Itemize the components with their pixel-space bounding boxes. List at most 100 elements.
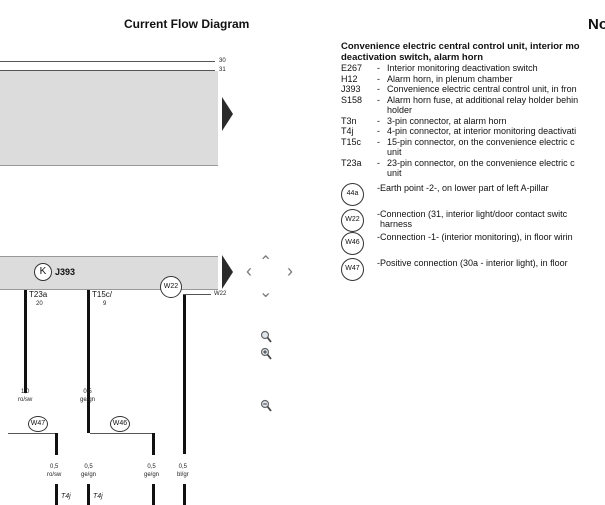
legend-dash: - bbox=[377, 231, 380, 242]
legend-text-cont: unit bbox=[387, 147, 402, 157]
zoom-fit-icon-svg bbox=[260, 330, 272, 343]
wire-w46-drop bbox=[152, 433, 155, 455]
wire-label-1-color: ro/sw bbox=[18, 397, 33, 403]
legend-text: Alarm horn, in plenum chamber bbox=[387, 73, 513, 84]
earth-point-44a-symbol: 44a bbox=[341, 182, 364, 206]
legend-dash: - bbox=[377, 63, 380, 73]
wire-w47-drop bbox=[55, 433, 58, 455]
wire-w22-label: W22 bbox=[214, 291, 227, 297]
rail-30-label: 30 bbox=[219, 58, 226, 64]
legend-dash: - bbox=[377, 73, 380, 84]
legend-text: Convenience electric central control uni… bbox=[387, 84, 577, 94]
connector-t23a-pin: 20 bbox=[36, 301, 43, 307]
zoom-in-icon[interactable] bbox=[260, 347, 272, 361]
legend-item-t15c: T15c -15-pin connector, on the convenienc… bbox=[341, 137, 605, 148]
wire-label-3-size: 0,5 bbox=[50, 464, 59, 470]
legend-item-j393: J393-Convenience electric central contro… bbox=[341, 84, 605, 95]
legend-text: 3-pin connector, at alarm horn bbox=[387, 115, 507, 126]
legend-code: T15c bbox=[341, 136, 362, 147]
legend-item-t23a-cont: unit bbox=[341, 168, 605, 179]
wire-label-5-color: ge/gn bbox=[144, 472, 160, 478]
legend-ground-w47: W47 - Positive connection (30a - interio… bbox=[341, 257, 605, 281]
component-legend: Convenience electric central control uni… bbox=[341, 41, 605, 281]
legend-dash: - bbox=[377, 94, 380, 105]
bottom-wire-4 bbox=[183, 484, 186, 505]
diagram-title: Current Flow Diagram bbox=[124, 17, 250, 31]
legend-dash: - bbox=[377, 136, 380, 147]
legend-ground-text-cont: harness bbox=[380, 219, 413, 229]
scroll-right-arrow-upper[interactable] bbox=[222, 97, 233, 131]
legend-text-cont: unit bbox=[387, 168, 402, 178]
scroll-right-arrow-lower[interactable] bbox=[222, 255, 233, 289]
wire-label-4-size: 0,5 bbox=[84, 464, 93, 470]
rail-31-label: 31 bbox=[219, 67, 226, 73]
earth-point-44a-label: 44a bbox=[346, 189, 359, 197]
control-unit-icon: K bbox=[34, 263, 52, 281]
legend-text: 15-pin connector, on the convenience ele… bbox=[387, 136, 575, 147]
current-flow-diagram: 30 31 K J393 T23a 20 T15c/ 9 W22 W22 1,0… bbox=[0, 0, 293, 505]
legend-dash: - bbox=[377, 126, 380, 136]
wire-label-2-size: 0,5 bbox=[83, 389, 92, 395]
legend-text: 4-pin connector, at interior monitoring … bbox=[387, 126, 577, 136]
control-unit-label: J393 bbox=[55, 267, 76, 277]
legend-item-t4j: T4j-4-pin connector, at interior monitor… bbox=[341, 126, 605, 137]
wire-label-6-color: bl/gr bbox=[177, 472, 189, 478]
legend-text: 23-pin connector, on the convenience ele… bbox=[387, 157, 575, 168]
legend-dash: - bbox=[377, 157, 380, 168]
legend-code: E267 bbox=[341, 63, 363, 73]
legend-code: T23a bbox=[341, 157, 362, 168]
wire-label-2: 0,5 ge/gn bbox=[80, 388, 95, 404]
wire-label-1-size: 1,0 bbox=[21, 389, 30, 395]
wire-label-6-size: 0,5 bbox=[178, 464, 187, 470]
legend-dash: - bbox=[377, 115, 380, 126]
rail-31 bbox=[0, 70, 215, 71]
legend-ground-text: Positive connection (30a - interior ligh… bbox=[380, 257, 568, 268]
w46-symbol: W46 bbox=[110, 416, 130, 432]
connection-w46-symbol: W46 bbox=[341, 231, 364, 255]
legend-heading-line-1: Convenience electric central control uni… bbox=[341, 41, 580, 52]
legend-item-s158: S158-Alarm horn fuse, at additional rela… bbox=[341, 95, 605, 106]
wire-label-3: 0,5 ro/sw bbox=[47, 463, 61, 479]
pan-left-arrow[interactable]: ‹ bbox=[246, 261, 252, 281]
legend-item-t15c-cont: unit bbox=[341, 147, 605, 158]
legend-item-h12: H12-Alarm horn, in plenum chamber bbox=[341, 74, 605, 85]
connector-t23a: T23a bbox=[29, 290, 47, 299]
connection-w22-symbol: W22 bbox=[341, 208, 364, 232]
wire-label-1: 1,0 ro/sw bbox=[18, 388, 32, 404]
control-unit-icon-letter: K bbox=[39, 266, 47, 277]
legend-text: Alarm horn fuse, at additional relay hol… bbox=[387, 94, 579, 105]
connection-w47-symbol: W47 bbox=[341, 257, 364, 281]
pan-up-arrow[interactable]: ⌃ bbox=[259, 254, 273, 271]
pan-down-arrow[interactable]: ⌄ bbox=[259, 284, 273, 301]
zoom-out-icon[interactable] bbox=[260, 399, 272, 413]
legend-ground-w22: W22 - Connection (31, interior light/doo… bbox=[341, 208, 605, 232]
ground-bus-left bbox=[8, 433, 58, 434]
connection-w22-label: W22 bbox=[345, 215, 360, 223]
legend-code: T3n bbox=[341, 115, 357, 126]
legend-title-clipped: No bbox=[588, 16, 605, 33]
zoom-out-icon-svg bbox=[260, 399, 272, 412]
wire-label-5: 0,5 ge/gn bbox=[144, 463, 159, 479]
legend-dash: - bbox=[377, 257, 380, 268]
legend-code: J393 bbox=[341, 84, 361, 94]
w47-symbol: W47 bbox=[28, 416, 48, 432]
control-unit-band bbox=[0, 256, 218, 290]
wire-label-6: 0,5 bl/gr bbox=[177, 463, 189, 479]
bottom-connector-2: T4j bbox=[93, 493, 103, 500]
wire-label-2-color: ge/gn bbox=[80, 397, 96, 403]
zoom-fit-icon[interactable] bbox=[260, 330, 272, 344]
bottom-connector-1: T4j bbox=[61, 493, 71, 500]
legend-text: Interior monitoring deactivation switch bbox=[387, 63, 538, 73]
ground-bus-right bbox=[90, 433, 154, 434]
wire-t23a bbox=[24, 290, 27, 393]
component-band-upper bbox=[0, 71, 218, 166]
legend-dash: - bbox=[377, 182, 380, 193]
w46-symbol-label: W46 bbox=[112, 420, 128, 427]
wire-t15c bbox=[87, 290, 90, 433]
w47-symbol-label: W47 bbox=[30, 420, 46, 427]
connection-w46-label: W46 bbox=[345, 238, 360, 246]
pan-right-arrow[interactable]: › bbox=[287, 261, 293, 281]
legend-ground-text: Earth point -2-, on lower part of left A… bbox=[380, 182, 549, 193]
legend-text-cont: holder bbox=[387, 105, 413, 115]
connector-t15c-pin: 9 bbox=[103, 301, 107, 307]
